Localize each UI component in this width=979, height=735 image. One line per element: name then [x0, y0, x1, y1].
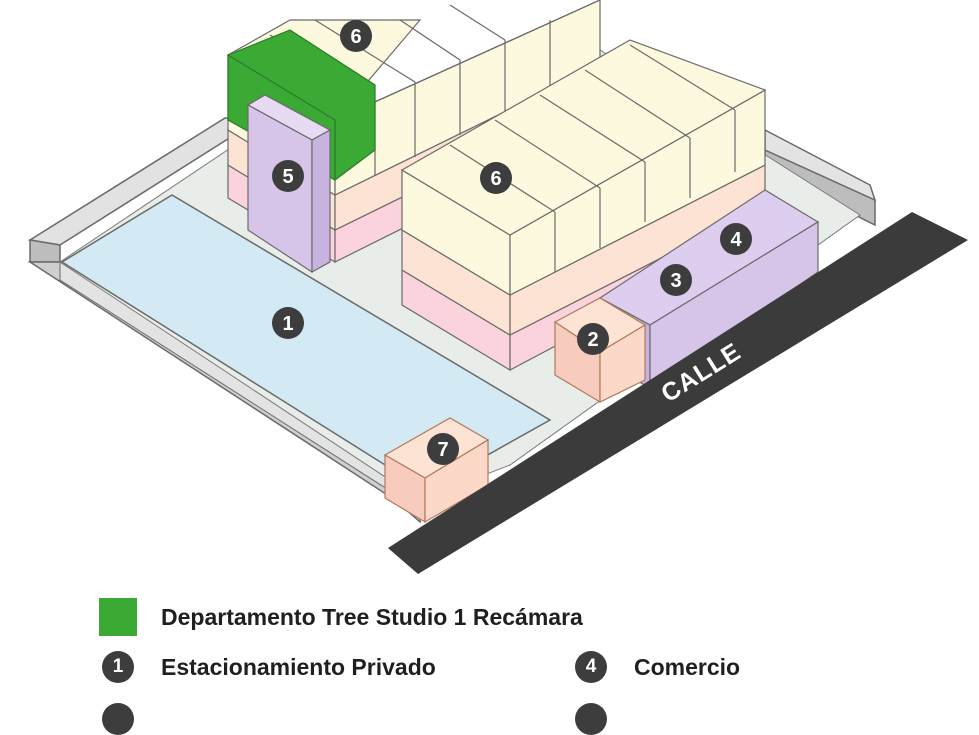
svg-text:4: 4 [730, 229, 742, 251]
legend-item-commerce: 4 Comercio [575, 651, 740, 683]
marker-5: 5 [272, 160, 304, 192]
legend-item-parking: 1 Estacionamiento Privado [102, 651, 436, 683]
legend-badge: 4 [575, 651, 607, 683]
legend-badge-cut-left [102, 703, 134, 735]
svg-text:6: 6 [350, 26, 361, 48]
marker-6-front: 6 [480, 162, 512, 194]
svg-text:1: 1 [282, 313, 293, 335]
legend-label: Estacionamiento Privado [161, 653, 436, 680]
street-band [388, 212, 968, 574]
legend-label: Comercio [634, 653, 741, 680]
legend-item-studio: Departamento Tree Studio 1 Recámara [99, 598, 583, 636]
legend-badge: 1 [102, 651, 134, 683]
marker-7: 7 [427, 433, 459, 465]
marker-3: 3 [660, 264, 692, 296]
svg-text:2: 2 [587, 329, 598, 351]
legend-badge-cut-right [575, 703, 607, 735]
legend-swatch [99, 598, 137, 636]
studio-unit [227, 29, 376, 181]
svg-text:7: 7 [437, 439, 448, 461]
marker-2: 2 [577, 323, 609, 355]
marker-6-back: 6 [340, 20, 372, 52]
legend-label: Departamento Tree Studio 1 Recámara [161, 603, 583, 630]
marker-1: 1 [272, 307, 304, 339]
marker-4: 4 [720, 223, 752, 255]
svg-text:3: 3 [670, 270, 681, 292]
svg-text:5: 5 [282, 166, 293, 188]
svg-text:6: 6 [490, 168, 501, 190]
parking-area [60, 194, 552, 491]
